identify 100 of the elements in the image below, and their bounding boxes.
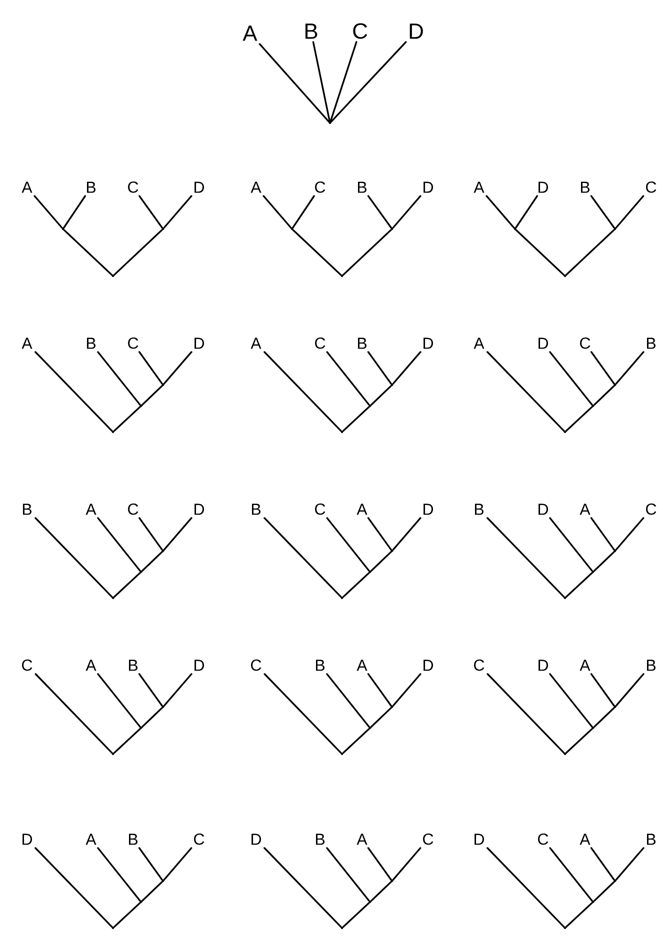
taxon-label: D: [538, 338, 548, 349]
branch-line: [392, 673, 422, 707]
taxon-label: C: [251, 659, 262, 671]
branch-line: [326, 673, 370, 728]
branch-line: [113, 406, 141, 432]
taxon-label: A: [356, 504, 368, 515]
taxon-label: B: [647, 660, 656, 671]
branch-line: [163, 517, 192, 551]
branch-line: [97, 673, 142, 728]
branch-line: [565, 229, 615, 276]
taxon-label: D: [424, 504, 434, 515]
branch-point: [614, 228, 616, 230]
branch-line: [97, 847, 142, 902]
taxon-label: D: [194, 504, 204, 515]
branch-line: [34, 195, 63, 229]
taxon-label: B: [305, 24, 318, 39]
branch-line: [392, 351, 422, 385]
branch-line: [514, 195, 538, 229]
taxon-label: D: [538, 660, 548, 671]
taxon-label: A: [356, 834, 368, 845]
branch-line: [264, 351, 342, 432]
taxon-label: B: [22, 504, 32, 515]
branch-line: [34, 673, 113, 754]
taxon-label: A: [474, 338, 484, 349]
taxon-label: A: [356, 660, 368, 671]
taxon-label: C: [22, 659, 32, 671]
branch-point: [162, 880, 164, 882]
branch-point: [290, 228, 294, 230]
branch-line: [97, 517, 142, 572]
branch-line: [113, 229, 163, 276]
branch-line: [113, 728, 141, 754]
taxon-label: B: [316, 660, 324, 671]
branch-line: [138, 847, 164, 881]
branch-point: [162, 228, 164, 230]
branch-line: [549, 673, 594, 728]
taxon-label: B: [647, 338, 656, 349]
branch-point: [390, 228, 394, 230]
branch-line: [615, 673, 644, 707]
branch-line: [367, 673, 392, 707]
branch-line: [367, 517, 392, 551]
taxon-label: B: [475, 504, 484, 515]
branch-point: [564, 430, 566, 434]
branch-line: [264, 673, 342, 754]
branch-point: [614, 384, 616, 386]
branch-line: [392, 195, 422, 229]
branch-point: [162, 706, 164, 708]
branch-line: [615, 517, 644, 551]
branch-line: [34, 351, 113, 432]
branch-line: [342, 728, 370, 754]
branch-line: [615, 847, 644, 881]
branch-line: [370, 551, 392, 572]
branch-point: [390, 880, 394, 882]
branch-point: [368, 726, 372, 730]
taxon-label: D: [22, 834, 32, 845]
taxon-label: C: [315, 503, 326, 515]
taxon-label: D: [194, 182, 204, 193]
taxon-label: C: [474, 659, 484, 671]
branch-line: [590, 351, 616, 385]
branch-line: [264, 847, 342, 928]
branch-point: [614, 706, 616, 708]
taxon-label: D: [194, 338, 204, 349]
taxon-label: C: [580, 337, 590, 349]
taxon-label: C: [538, 833, 548, 845]
taxon-label: B: [358, 182, 366, 193]
taxon-label: C: [128, 503, 138, 515]
branch-point: [514, 228, 516, 230]
branch-point: [140, 404, 142, 408]
branch-line: [367, 847, 392, 881]
branch-line: [97, 351, 142, 406]
taxon-label: A: [22, 182, 32, 193]
taxon-label: D: [252, 834, 262, 845]
taxon-label: C: [315, 181, 326, 193]
branch-line: [593, 881, 615, 902]
branch-line: [258, 43, 330, 123]
branch-point: [328, 122, 332, 124]
branch-line: [593, 707, 615, 728]
branch-line: [163, 673, 192, 707]
taxon-label: C: [315, 337, 326, 349]
branch-line: [615, 351, 644, 385]
branch-point: [340, 274, 344, 278]
branch-line: [565, 728, 593, 754]
branch-line: [590, 673, 616, 707]
branch-line: [486, 351, 565, 432]
branch-point: [162, 550, 164, 552]
taxon-label: A: [86, 504, 96, 515]
branch-point: [340, 926, 344, 930]
branch-point: [592, 900, 594, 904]
taxon-label: B: [86, 338, 96, 349]
branch-line: [370, 707, 392, 728]
taxon-label: A: [22, 338, 32, 349]
branch-point: [368, 900, 372, 904]
taxon-label: A: [474, 182, 484, 193]
branch-line: [367, 351, 392, 385]
branch-line: [330, 41, 407, 123]
branch-point: [592, 404, 594, 408]
branch-line: [141, 551, 163, 572]
branch-point: [564, 926, 566, 930]
taxon-label: C: [128, 337, 138, 349]
branch-line: [326, 847, 370, 902]
taxon-label: D: [424, 338, 434, 349]
